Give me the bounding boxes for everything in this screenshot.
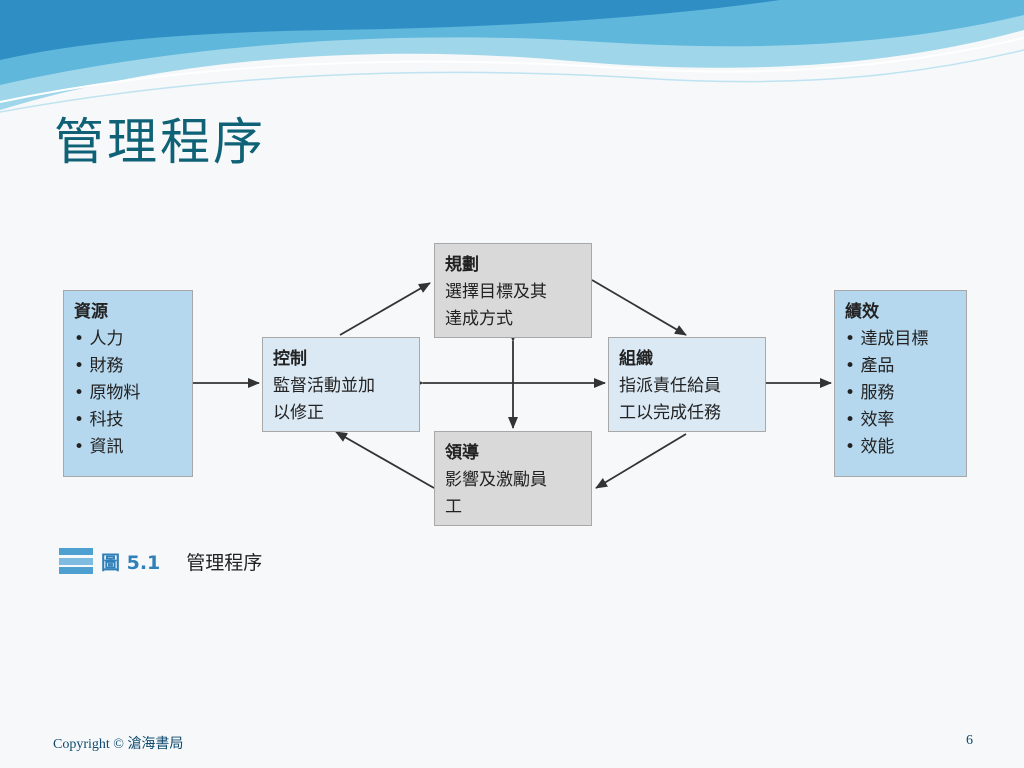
performance-item: 效能 [845, 434, 956, 461]
organizing-box: 組織 指派責任給員 工以完成任務 [608, 337, 766, 432]
performance-item: 產品 [845, 353, 956, 380]
performance-box: 績效 達成目標 產品 服務 效率 效能 [834, 290, 967, 477]
performance-item: 效率 [845, 407, 956, 434]
resources-item: 財務 [74, 353, 182, 380]
control-box: 控制 監督活動並加 以修正 [262, 337, 420, 432]
performance-item: 服務 [845, 380, 956, 407]
resources-title: 資源 [74, 302, 108, 322]
header-wave-decoration [0, 0, 1024, 113]
control-title: 控制 [273, 349, 307, 369]
resources-item: 人力 [74, 326, 182, 353]
performance-list: 達成目標 產品 服務 效率 效能 [845, 326, 956, 461]
planning-box: 規劃 選擇目標及其 達成方式 [434, 243, 592, 338]
arrow-planning-to-organizing [591, 279, 687, 336]
slide-number: 6 [966, 733, 973, 748]
performance-item: 達成目標 [845, 326, 956, 353]
planning-title: 規劃 [445, 255, 479, 275]
page-title: 管理程序 [54, 113, 266, 171]
resources-item: 科技 [74, 407, 182, 434]
organizing-text-line: 工以完成任務 [619, 403, 721, 423]
resources-item: 資訊 [74, 434, 182, 461]
organizing-text-line: 指派責任給員 [619, 376, 721, 396]
arrow-organizing-to-leading [595, 433, 687, 489]
planning-text-line: 選擇目標及其 [445, 282, 547, 302]
performance-title: 績效 [845, 302, 879, 322]
leading-title: 領導 [445, 443, 479, 463]
figure-stripes-icon [59, 548, 93, 574]
figure-caption-text: 管理程序 [186, 551, 263, 574]
figure-caption: 圖 5.1 管理程序 [59, 545, 262, 577]
leading-box: 領導 影響及激勵員 工 [434, 431, 592, 526]
resources-list: 人力 財務 原物料 科技 資訊 [74, 326, 182, 461]
footer-copyright: Copyright © 滄海書局 [53, 737, 184, 752]
arrow-control-to-planning [339, 282, 431, 336]
figure-label: 圖 5.1 [101, 551, 161, 574]
control-text-line: 監督活動並加 [273, 376, 375, 396]
resources-item: 原物料 [74, 380, 182, 407]
planning-text-line: 達成方式 [445, 309, 513, 329]
leading-text-line: 影響及激勵員 [445, 470, 547, 490]
organizing-title: 組織 [619, 349, 653, 369]
arrow-leading-to-control [335, 431, 435, 489]
resources-box: 資源 人力 財務 原物料 科技 資訊 [63, 290, 193, 477]
control-text-line: 以修正 [273, 403, 324, 423]
leading-text-line: 工 [445, 497, 462, 517]
